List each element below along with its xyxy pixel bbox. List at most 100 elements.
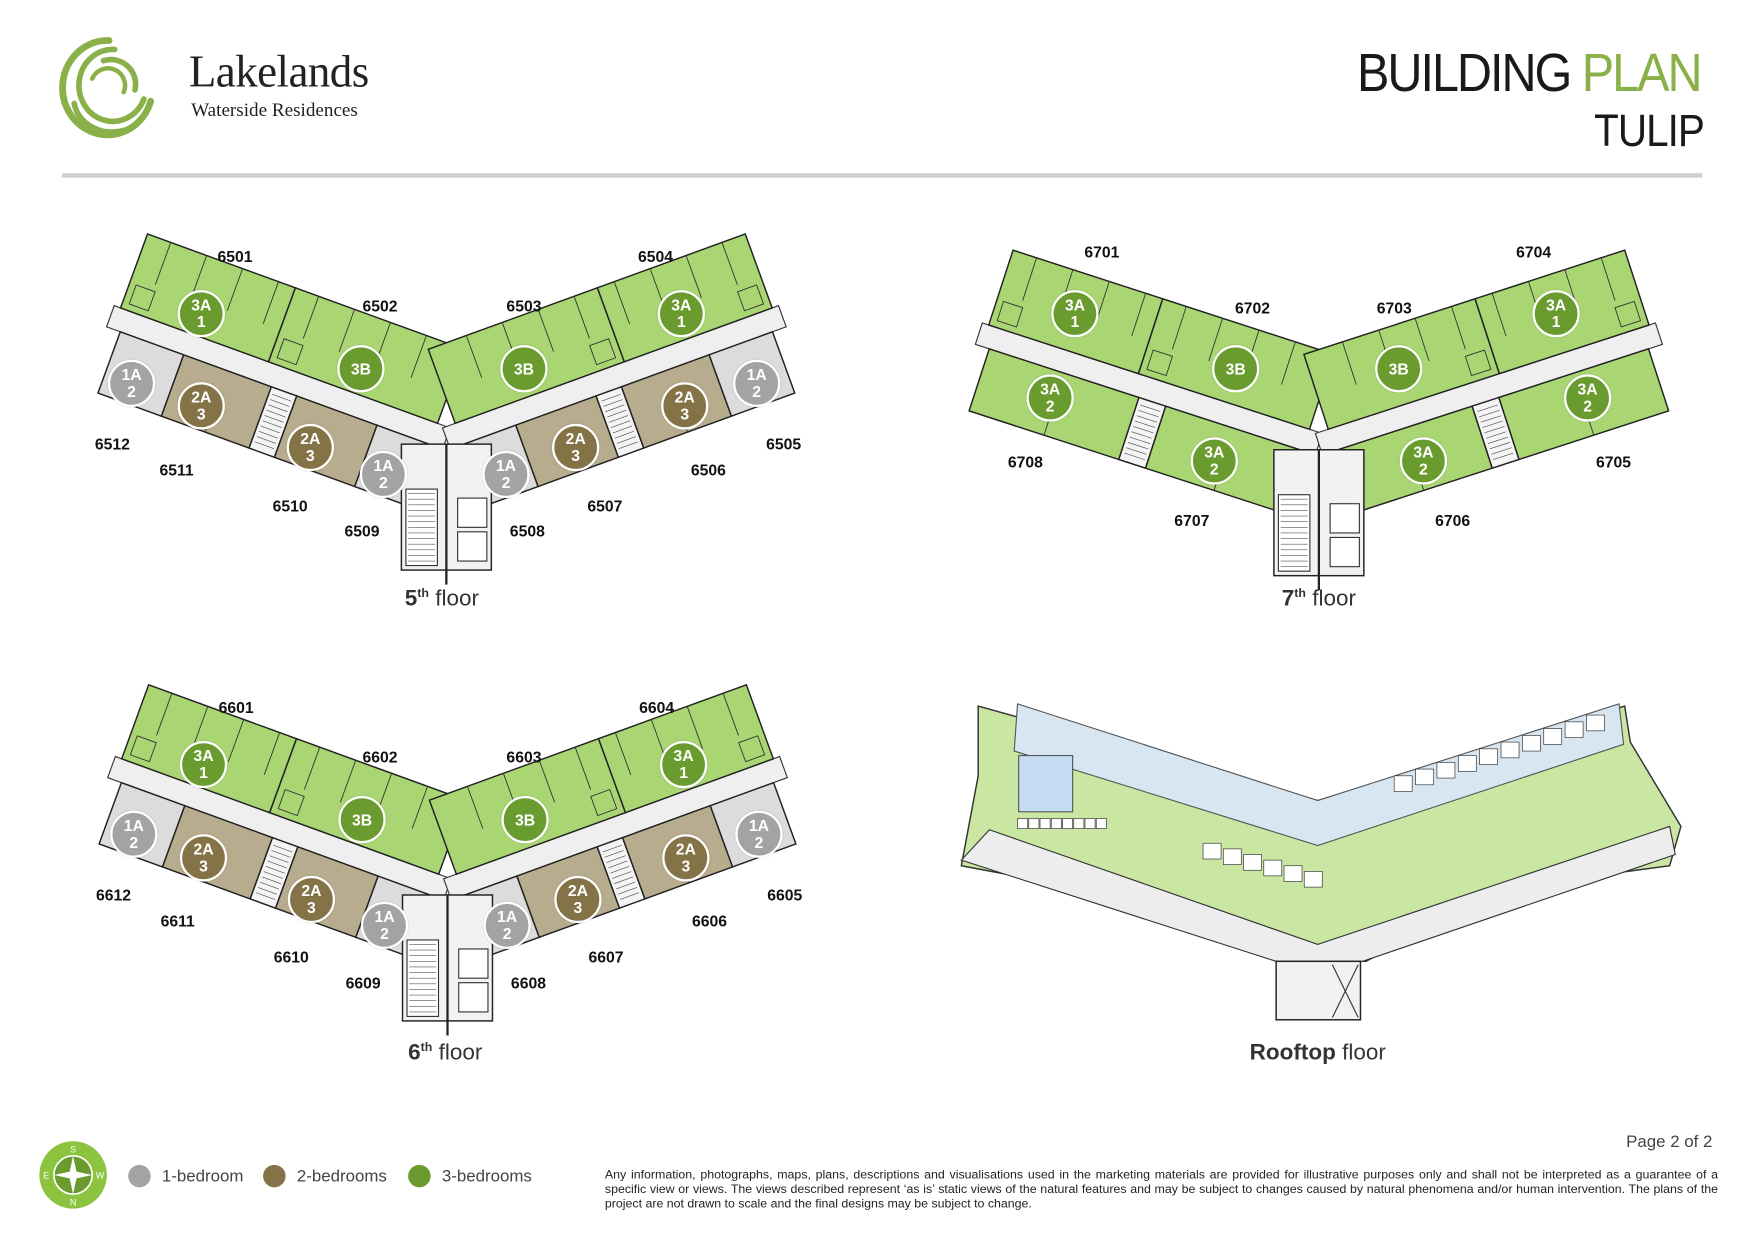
bathroom-outline xyxy=(1146,349,1173,377)
unit-type: 2A xyxy=(565,429,586,448)
disclaimer: Any information, photographs, maps, plan… xyxy=(604,1168,1719,1211)
page-title: BUILDING PLAN xyxy=(1357,43,1703,105)
brand-name: Lakelands xyxy=(188,46,369,97)
sunbed xyxy=(1017,818,1029,829)
page-title-accent: PLAN xyxy=(1581,43,1702,104)
unit-type: 1A xyxy=(123,816,144,835)
unit-type: 2A xyxy=(675,839,696,858)
unit-variant: 3 xyxy=(571,446,581,465)
unit-type: 3A xyxy=(671,295,692,314)
partition-line xyxy=(262,281,279,325)
floor-number-suffix: th xyxy=(417,586,429,601)
stair-step xyxy=(1478,409,1500,418)
legend-label: 3-bedrooms xyxy=(441,1166,532,1186)
unit-number-label: 6605 xyxy=(767,885,803,904)
unit-number-label: 6501 xyxy=(217,247,253,266)
partition-line xyxy=(338,309,355,352)
unit-number-label: 6507 xyxy=(587,496,623,515)
unit-type: 2A xyxy=(301,881,322,900)
unit-type: 1A xyxy=(746,365,767,384)
unit-type: 2A xyxy=(300,429,321,448)
sunbed xyxy=(1564,721,1584,738)
floor-title: 6th floor xyxy=(408,1041,482,1067)
stair-step xyxy=(262,420,282,428)
unit-type: 3B xyxy=(351,810,373,829)
partition-line xyxy=(467,786,484,829)
unit-variant: 3 xyxy=(307,898,316,917)
unit-type-badge: 3B xyxy=(338,796,386,844)
floor-number-suffix: th xyxy=(1294,586,1306,601)
stair-step xyxy=(605,404,625,413)
floor-number: Rooftop xyxy=(1249,1040,1336,1066)
bathroom-outline xyxy=(128,284,156,312)
sunbed xyxy=(1543,728,1563,745)
unit-type: 3A xyxy=(673,746,694,765)
stair-step xyxy=(1136,415,1158,423)
stair-step xyxy=(270,399,290,407)
partition-line xyxy=(410,335,427,378)
unit-number-label: 6601 xyxy=(218,698,254,717)
svg-text:W: W xyxy=(96,1170,105,1180)
rooftop-walkway xyxy=(960,825,1676,962)
sunbed xyxy=(1415,768,1434,786)
stair-step xyxy=(1139,404,1161,412)
stair-step xyxy=(265,865,285,874)
floor-title: 7th floor xyxy=(1282,586,1356,612)
unit-variant: 2 xyxy=(754,833,764,852)
stair-step xyxy=(269,855,289,863)
stair-step xyxy=(602,844,622,853)
partition-line xyxy=(537,309,554,352)
floor-title: Rooftop floor xyxy=(1250,1041,1386,1067)
unit-number-label: 6611 xyxy=(160,911,195,930)
unit-type: 3A xyxy=(1064,295,1085,314)
stair-step xyxy=(610,865,630,874)
partition-line xyxy=(263,732,281,775)
stair-step xyxy=(271,850,291,858)
elevator xyxy=(457,497,488,528)
svg-text:E: E xyxy=(43,1170,49,1180)
partition-line xyxy=(226,268,244,312)
floor-word: floor xyxy=(1312,586,1356,612)
stair-step xyxy=(617,887,638,895)
svg-text:S: S xyxy=(70,1144,76,1154)
sunbed xyxy=(1039,818,1051,829)
stair-step xyxy=(614,430,635,439)
bathroom-outline xyxy=(589,338,617,366)
floor-title: 5th floor xyxy=(405,586,479,612)
unit-variant: 2 xyxy=(502,924,512,943)
stair-step xyxy=(1485,431,1507,439)
bathroom-outline xyxy=(996,300,1024,328)
stair-step xyxy=(259,881,280,890)
elevator xyxy=(457,531,488,562)
unit-number-label: 6510 xyxy=(272,496,308,515)
stair-step xyxy=(264,415,284,423)
stair-step xyxy=(1127,442,1149,450)
partition-line xyxy=(339,760,357,803)
floor-word: floor xyxy=(1342,1040,1386,1066)
unit-type: 3B xyxy=(515,810,536,829)
unit-number-label: 6703 xyxy=(1376,299,1412,318)
unit-type: 3B xyxy=(350,359,371,378)
legend-dot-brown xyxy=(263,1164,286,1188)
stair-step xyxy=(601,393,621,402)
stair-step xyxy=(1126,447,1147,455)
partition-line xyxy=(1600,257,1616,301)
stair-step xyxy=(257,887,278,895)
unit-type: 2A xyxy=(674,387,695,406)
header-divider xyxy=(61,173,1703,178)
unit-type-badge: 3B xyxy=(1375,345,1423,393)
unit-number-label: 6603 xyxy=(506,747,542,766)
elevator xyxy=(1329,536,1360,568)
